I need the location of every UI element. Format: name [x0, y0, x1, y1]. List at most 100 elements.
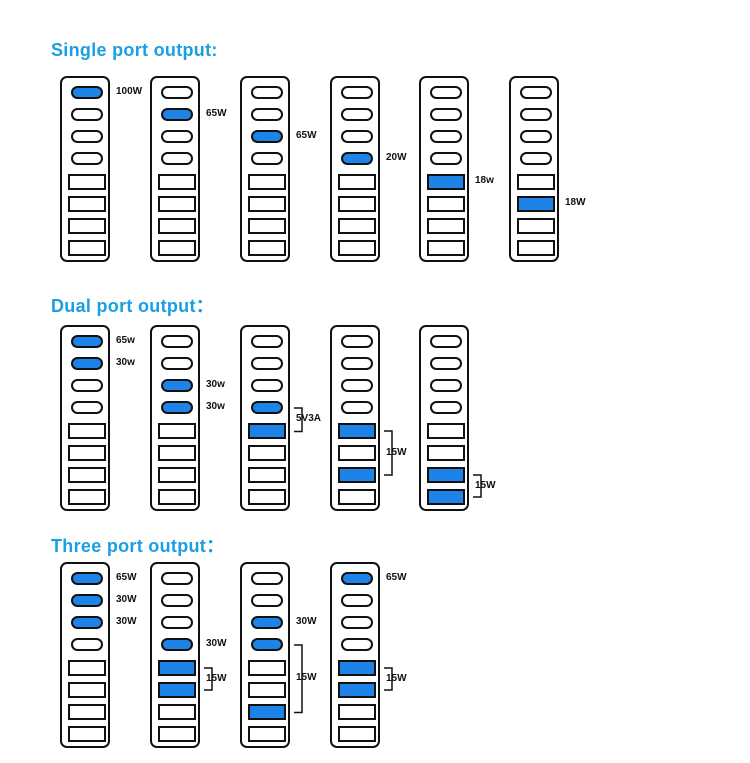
usb-c-port: [71, 594, 103, 607]
usb-a-port: [158, 196, 196, 212]
usb-a-port: [248, 704, 286, 720]
bracket-label: 5V3A: [296, 413, 322, 425]
charger-device: [509, 76, 559, 262]
charger-device: [60, 325, 110, 511]
usb-a-port: [248, 196, 286, 212]
usb-c-port: [520, 130, 552, 143]
usb-c-port: [341, 130, 373, 143]
usb-a-port: [248, 423, 286, 439]
usb-c-port: [341, 401, 373, 414]
usb-c-port: [161, 152, 193, 165]
group-bracket: [384, 667, 393, 691]
power-label: 65W: [296, 129, 317, 141]
usb-c-port: [251, 616, 283, 629]
power-label: 30W: [206, 637, 227, 649]
charger-device: [240, 76, 290, 262]
usb-a-port: [248, 174, 286, 190]
usb-c-port: [71, 616, 103, 629]
bracket-line: [473, 474, 482, 498]
charger-device: [150, 562, 200, 748]
usb-a-port: [158, 174, 196, 190]
usb-a-port: [517, 218, 555, 234]
usb-a-port: [158, 218, 196, 234]
power-label: 30w: [116, 356, 135, 368]
usb-c-port: [341, 108, 373, 121]
power-label: 30w: [206, 378, 225, 390]
usb-c-port: [161, 638, 193, 651]
usb-a-port: [248, 660, 286, 676]
bracket-label: 15W: [386, 673, 407, 684]
usb-a-port: [68, 423, 106, 439]
group-bracket: [294, 406, 303, 432]
usb-a-port: [517, 174, 555, 190]
usb-a-port: [517, 240, 555, 256]
usb-a-port: [158, 489, 196, 505]
usb-c-port: [161, 108, 193, 121]
charger-device: [150, 76, 200, 262]
usb-c-port: [251, 379, 283, 392]
usb-c-port: [71, 152, 103, 165]
usb-a-port: [248, 445, 286, 461]
usb-a-port: [68, 196, 106, 212]
power-label: 65W: [386, 571, 407, 583]
usb-a-port: [158, 726, 196, 742]
bracket-line: [204, 667, 213, 691]
usb-a-port: [338, 660, 376, 676]
usb-a-port: [427, 467, 465, 483]
usb-c-port: [251, 357, 283, 370]
usb-c-port: [430, 86, 462, 99]
usb-c-port: [251, 152, 283, 165]
usb-a-port: [158, 660, 196, 676]
charger-device: [330, 76, 380, 262]
usb-a-port: [248, 467, 286, 483]
usb-a-port: [338, 704, 376, 720]
power-label: 30w: [206, 400, 225, 412]
usb-c-port: [341, 335, 373, 348]
usb-a-port: [427, 218, 465, 234]
usb-c-port: [71, 379, 103, 392]
usb-a-port: [338, 174, 376, 190]
usb-c-port: [430, 130, 462, 143]
usb-c-port: [161, 572, 193, 585]
usb-c-port: [520, 86, 552, 99]
usb-c-port: [430, 335, 462, 348]
usb-c-port: [71, 357, 103, 370]
usb-c-port: [161, 86, 193, 99]
usb-c-port: [161, 594, 193, 607]
charger-device: [240, 325, 290, 511]
usb-a-port: [427, 174, 465, 190]
usb-c-port: [161, 616, 193, 629]
usb-c-port: [71, 108, 103, 121]
usb-c-port: [341, 594, 373, 607]
usb-a-port: [338, 682, 376, 698]
usb-c-port: [251, 86, 283, 99]
usb-c-port: [341, 152, 373, 165]
power-label: 65W: [206, 107, 227, 119]
usb-a-port: [427, 445, 465, 461]
usb-a-port: [158, 445, 196, 461]
usb-c-port: [161, 401, 193, 414]
usb-a-port: [68, 660, 106, 676]
usb-c-port: [251, 638, 283, 651]
usb-c-port: [71, 130, 103, 143]
charger-device: [330, 325, 380, 511]
usb-a-port: [68, 445, 106, 461]
power-label: 100W: [116, 85, 143, 97]
charger-device: [330, 562, 380, 748]
charger-device: [419, 76, 469, 262]
usb-a-port: [427, 240, 465, 256]
usb-a-port: [68, 174, 106, 190]
bracket-line: [294, 643, 303, 713]
usb-c-port: [430, 401, 462, 414]
usb-a-port: [158, 467, 196, 483]
power-label: 18W: [565, 197, 586, 208]
charger-device: [240, 562, 290, 748]
usb-c-port: [251, 572, 283, 585]
usb-c-port: [71, 335, 103, 348]
usb-c-port: [430, 379, 462, 392]
bracket-line: [294, 406, 303, 432]
usb-c-port: [341, 379, 373, 392]
usb-c-port: [161, 335, 193, 348]
charger-device: [60, 76, 110, 262]
usb-a-port: [248, 240, 286, 256]
